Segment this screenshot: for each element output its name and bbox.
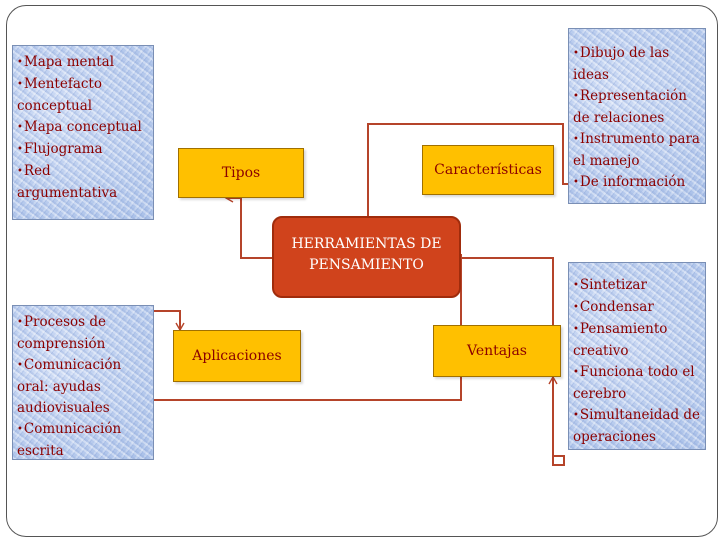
node-ventajas-label: Ventajas (467, 343, 527, 359)
list-item: •Procesos de comprensión (17, 314, 107, 352)
list-item: •Mapa mental (17, 54, 115, 70)
node-caracteristicas-label: Características (434, 162, 542, 178)
caracteristicas-list-box: •Dibujo de las ideas •Representación de … (568, 28, 706, 204)
list-item: •Sintetizar (573, 277, 647, 293)
ventajas-list-box: •Sintetizar •Condensar •Pensamiento crea… (568, 262, 706, 450)
node-ventajas: Ventajas (433, 325, 561, 377)
tipos-list-box: •Mapa mental •Mentefacto conceptual •Map… (12, 45, 154, 220)
list-item: •Condensar (573, 299, 654, 315)
list-item: •Pensamiento creativo (573, 321, 668, 359)
connector-center-ventajas (461, 257, 565, 466)
central-node-line2: PENSAMIENTO (309, 257, 424, 273)
slide-frame (6, 5, 718, 537)
list-item: •Representación de relaciones (573, 88, 687, 126)
list-item: •Flujograma (17, 141, 103, 157)
list-item: •De información (573, 174, 686, 190)
list-item: •Red argumentativa (17, 163, 118, 201)
list-item: •Comunicación escrita (17, 421, 122, 459)
node-tipos-label: Tipos (221, 165, 261, 181)
list-item: •Dibujo de las ideas (573, 45, 670, 83)
list-item: •Instrumento para el manejo (573, 131, 700, 169)
central-node: HERRAMIENTAS DE PENSAMIENTO (272, 216, 461, 298)
node-caracteristicas: Características (422, 145, 554, 195)
list-item: •Simultaneidad de operaciones (573, 407, 701, 445)
central-node-line1: HERRAMIENTAS DE (291, 236, 442, 252)
connector-center-caracteristicas (367, 123, 578, 216)
node-tipos: Tipos (178, 148, 304, 198)
list-item: •Mentefacto conceptual (17, 76, 102, 114)
node-aplicaciones-label: Aplicaciones (192, 348, 282, 364)
connector-center-tipos (224, 193, 272, 259)
list-item: •Comunicación oral: ayudas audiovisuales (17, 357, 122, 416)
aplicaciones-list-box: •Procesos de comprensión •Comunicación o… (12, 305, 154, 460)
list-item: •Mapa conceptual (17, 119, 142, 135)
node-aplicaciones: Aplicaciones (173, 330, 301, 382)
list-item: •Funciona todo el cerebro (573, 364, 695, 402)
